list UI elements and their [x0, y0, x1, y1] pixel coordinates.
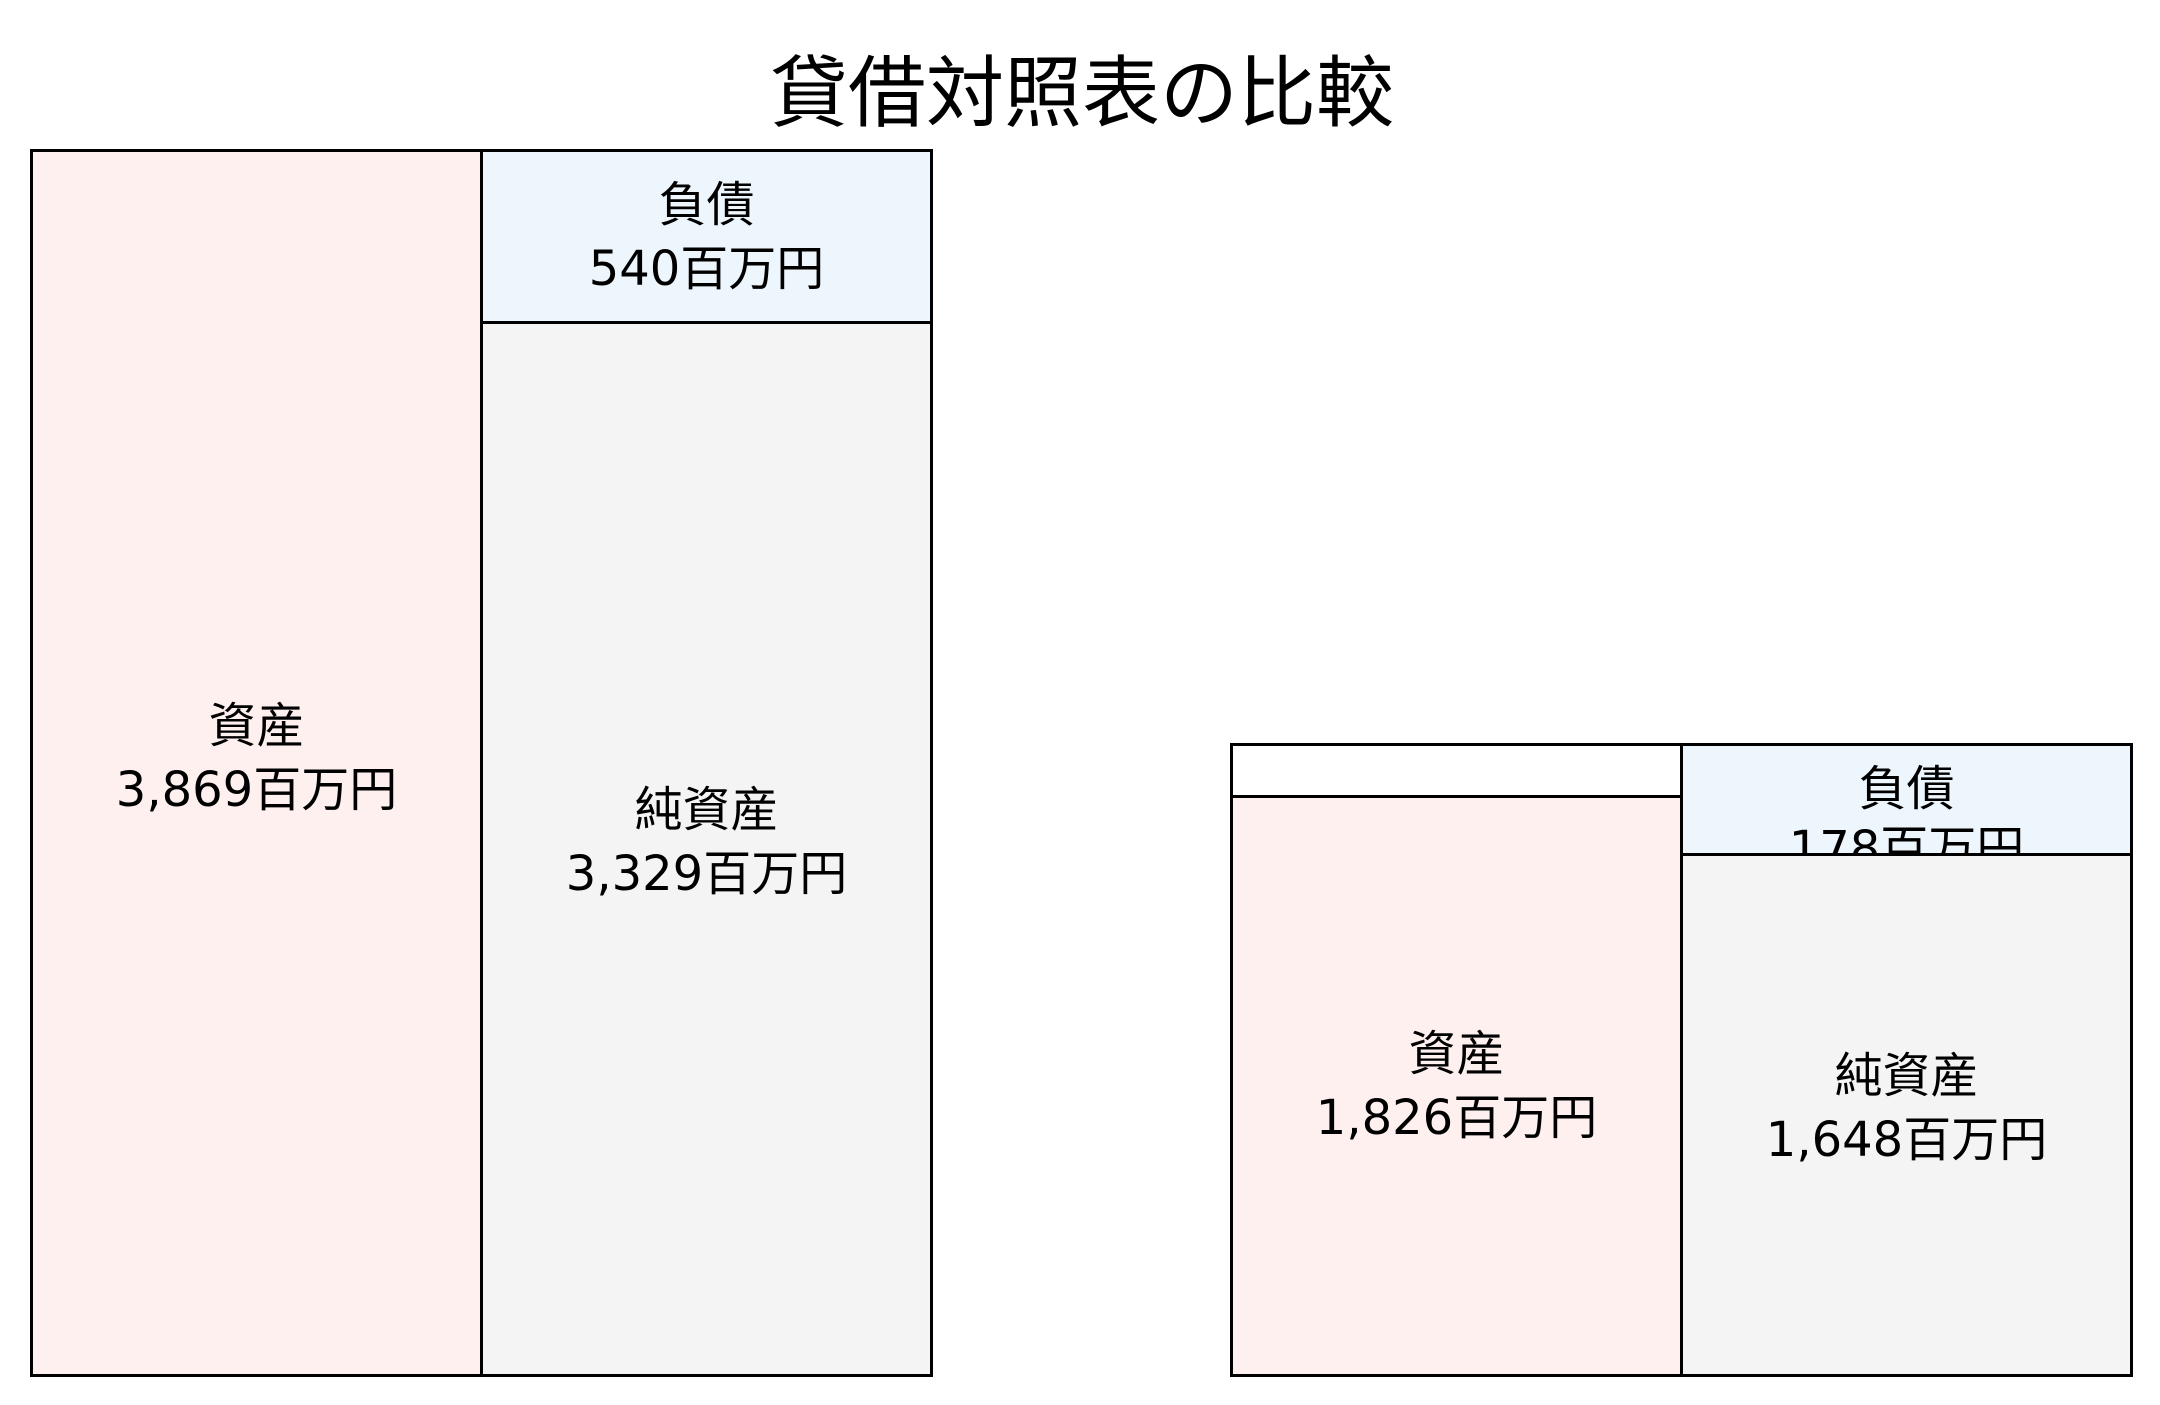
chart1-asset-value: 3,869百万円 — [115, 762, 398, 818]
chart2-liability-label: 負債 178百万円 — [1788, 759, 2025, 856]
chart1-asset-block: 資産 3,869百万円 — [30, 149, 483, 1377]
chart2-asset-label: 資産 1,826百万円 — [1316, 1022, 1597, 1150]
chart2-empty-block — [1230, 743, 1683, 798]
chart1-liability-block: 負債 540百万円 — [480, 149, 933, 324]
chart2-asset-block: 資産 1,826百万円 — [1230, 795, 1683, 1377]
chart1-net-assets-block: 純資産 3,329百万円 — [480, 321, 933, 1377]
chart2-liability-value: 178百万円 — [1788, 821, 2025, 856]
chart2-asset-name: 資産 — [1408, 1026, 1505, 1082]
chart2-asset-value: 1,826百万円 — [1315, 1090, 1598, 1146]
chart2-net-assets-name: 純資産 — [1834, 1048, 1979, 1104]
chart1-liability-value: 540百万円 — [588, 240, 825, 297]
chart1-net-assets-name: 純資産 — [634, 782, 779, 838]
chart2-net-assets-block: 純資産 1,648百万円 — [1680, 853, 2133, 1377]
chart1-net-assets-label: 純資産 3,329百万円 — [566, 778, 847, 906]
chart1-liability-name: 負債 — [658, 176, 755, 233]
chart1-asset-label: 資産 3,869百万円 — [116, 694, 397, 822]
chart1-net-assets-value: 3,329百万円 — [565, 846, 848, 902]
chart1-liability-label: 負債 540百万円 — [589, 173, 825, 301]
chart2-liability-block: 負債 178百万円 — [1680, 743, 2133, 856]
chart2-liability-name: 負債 — [1858, 761, 1955, 817]
chart2-net-assets-label: 純資産 1,648百万円 — [1766, 1044, 2047, 1172]
chart2-net-assets-value: 1,648百万円 — [1765, 1112, 2048, 1168]
chart-title: 貸借対照表の比較 — [769, 49, 1394, 139]
chart1-asset-name: 資産 — [208, 698, 305, 754]
